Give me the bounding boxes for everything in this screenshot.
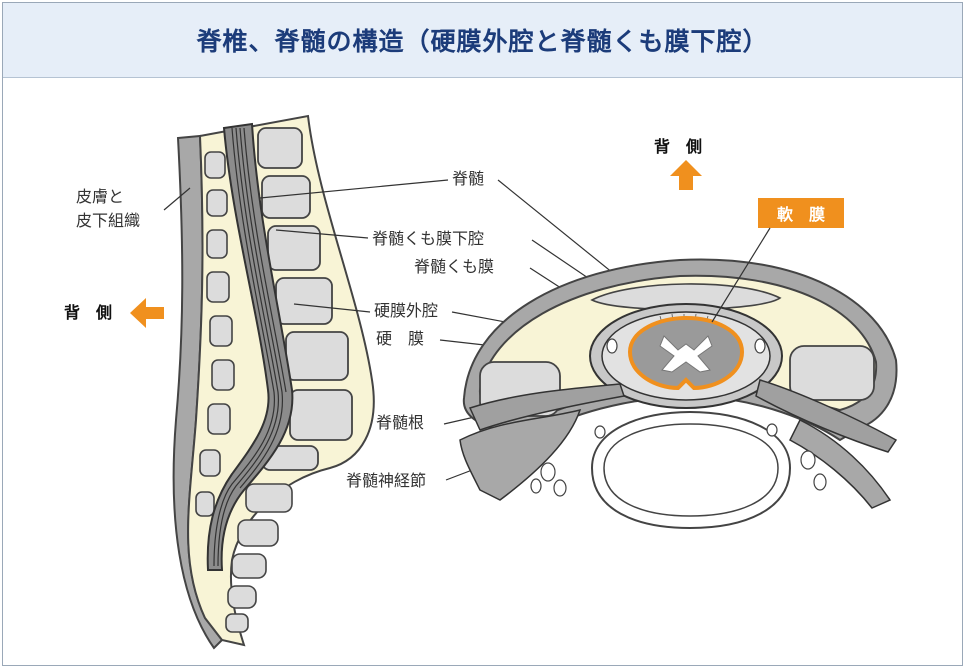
- leader-spinal-cord-left: [259, 179, 449, 199]
- label-skin-line2: 皮下組織: [76, 211, 140, 230]
- label-subarachnoid: 脊髄くも膜下腔: [372, 229, 484, 248]
- sagittal-spine-illustration: [172, 114, 375, 650]
- orange-up-arrow-icon: [670, 160, 702, 190]
- cauda-equina: [213, 127, 287, 567]
- ganglion-left: [459, 408, 582, 501]
- transverse-process-right: [789, 345, 875, 401]
- label-arachnoid: 脊髄くも膜: [414, 257, 494, 276]
- label-ganglion: 脊髄神経節: [346, 471, 426, 490]
- leader-subarachnoid-left: [275, 229, 369, 239]
- pia-mater-badge: 軟 膜: [758, 198, 844, 228]
- label-spinal-cord: 脊髄: [452, 169, 484, 188]
- label-dura: 硬 膜: [376, 329, 424, 348]
- axial-vertebral-body-inner: [603, 423, 779, 517]
- label-epidural: 硬膜外腔: [374, 301, 438, 320]
- leader-skin: [163, 187, 191, 211]
- leader-epidural-left: [293, 303, 371, 313]
- label-skin-line1: 皮膚と: [76, 187, 124, 206]
- vertebral-bodies: [257, 127, 353, 471]
- label-nerve-root: 脊髄根: [376, 413, 424, 432]
- label-pia-mater: 軟 膜: [777, 205, 825, 224]
- nerve-root-right: [755, 379, 898, 453]
- sacrum-segments: [225, 483, 293, 633]
- gray-matter: [659, 335, 713, 373]
- axial-vertebral-body: [590, 410, 792, 530]
- axial-spine-illustration: [459, 258, 898, 530]
- nerve-root-left: [468, 383, 625, 431]
- leader-pia-mater: [711, 227, 771, 323]
- epidural-vessels: [530, 338, 827, 497]
- header-bar: 脊椎、脊髄の構造（硬膜外腔と脊髄くも膜下腔）: [3, 3, 962, 78]
- label-dorsal-top: 背 側: [654, 137, 702, 156]
- label-dorsal-left: 背 側: [64, 303, 112, 322]
- orange-left-arrow-icon: [130, 298, 164, 328]
- spinous-processes: [195, 151, 235, 517]
- page-title: 脊椎、脊髄の構造（硬膜外腔と脊髄くも膜下腔）: [196, 27, 769, 56]
